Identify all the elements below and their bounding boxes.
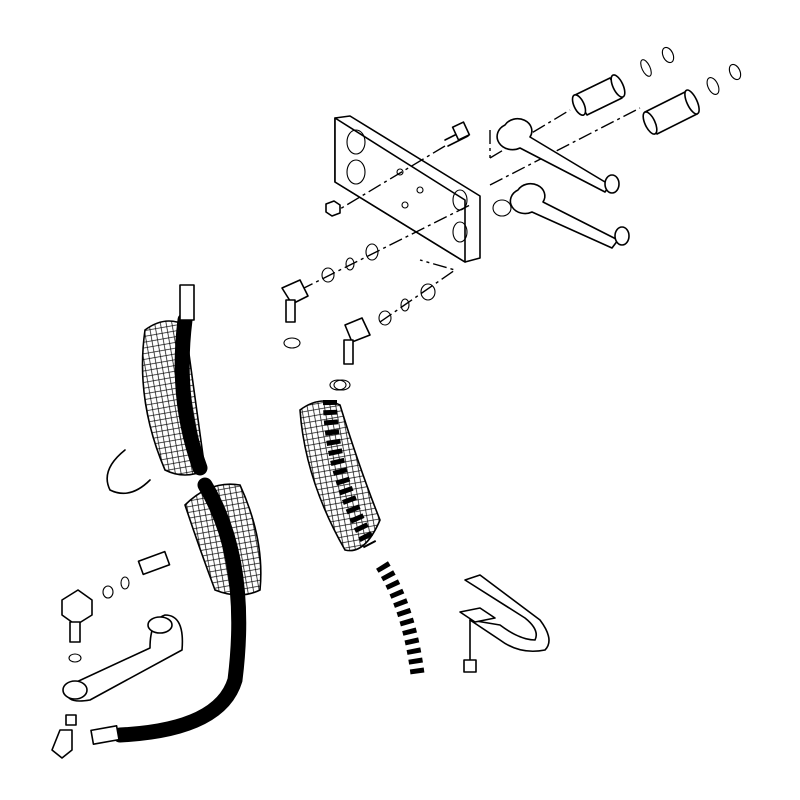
o-ring	[365, 243, 379, 261]
mounting-plate	[334, 115, 481, 263]
o-ring	[329, 379, 347, 391]
protective-sleeve	[299, 400, 381, 552]
o-ring	[321, 267, 335, 283]
o-ring	[706, 77, 720, 95]
cylinder-port-fitting	[61, 550, 184, 726]
cap-screw	[463, 659, 477, 673]
swivel-elbow	[51, 729, 73, 759]
hydraulic-hose-right	[299, 379, 425, 679]
o-ring	[378, 310, 392, 326]
quick-coupler-upper	[571, 46, 675, 116]
quick-coupler-lower	[642, 63, 742, 135]
o-ring	[333, 379, 351, 391]
hose-clamp-retainer	[106, 449, 151, 495]
washer	[492, 199, 512, 217]
o-ring	[661, 46, 675, 64]
o-ring	[345, 257, 355, 271]
swivel-elbow	[90, 725, 120, 745]
hydraulic-hose-left	[51, 284, 262, 759]
elbow-fittings-upper	[281, 243, 379, 349]
o-ring	[420, 283, 436, 301]
o-ring	[283, 337, 301, 349]
o-ring	[728, 63, 742, 81]
o-ring	[68, 653, 82, 663]
hose-bracket-clip	[459, 574, 550, 673]
coupler-dust-caps	[492, 117, 630, 249]
cap-screw-plate	[325, 121, 471, 217]
lock-nut	[65, 714, 77, 726]
elbow-fittings-lower	[333, 283, 436, 391]
lock-nut	[325, 200, 341, 217]
o-ring	[400, 298, 410, 312]
hose-end-fitting	[179, 284, 195, 321]
o-ring	[640, 59, 652, 77]
assembly-centerlines	[299, 107, 641, 323]
